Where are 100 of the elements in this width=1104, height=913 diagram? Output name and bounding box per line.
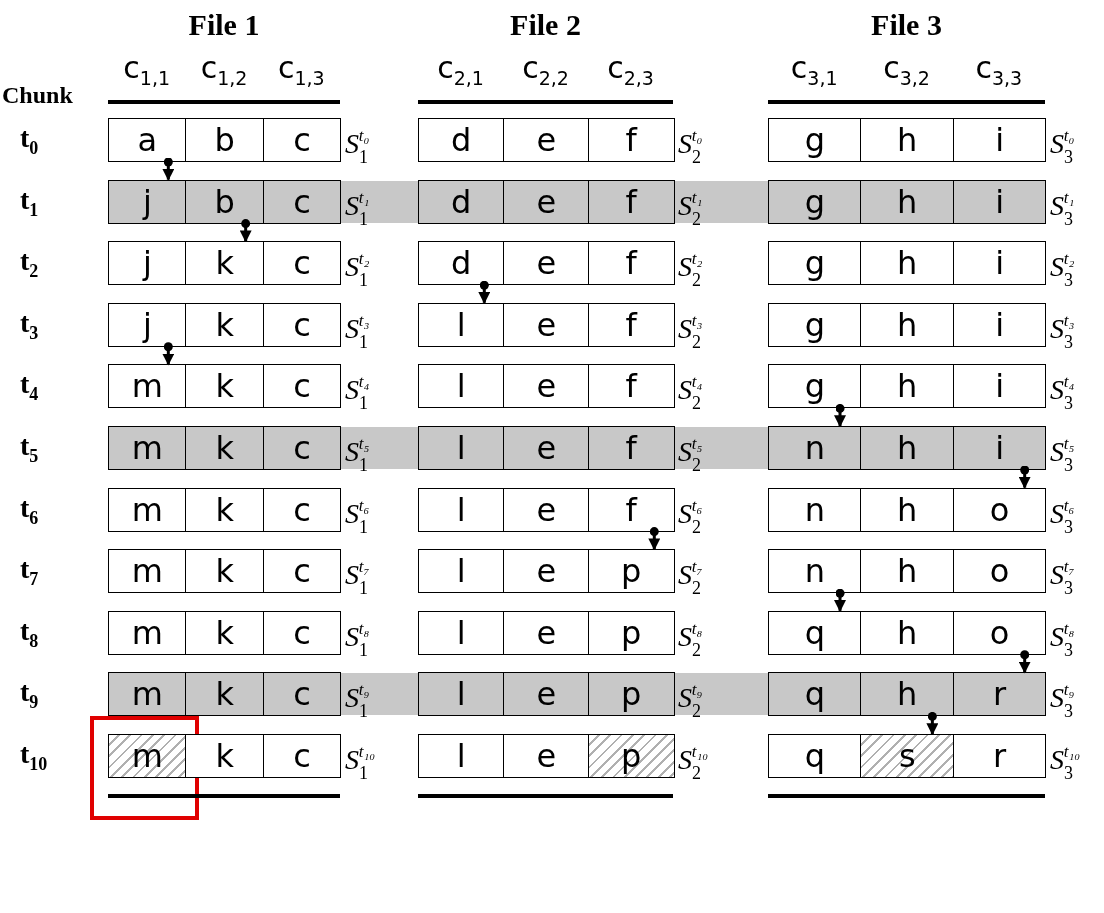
chunk-cell: k	[185, 734, 265, 778]
chunk-cell: c	[262, 549, 342, 594]
chunk-cell: l	[418, 672, 505, 717]
time-label: t$_{9}$	[20, 676, 39, 713]
chunk-cell: g	[768, 179, 862, 224]
chunk-cell: d	[418, 179, 505, 224]
chunk-cell: e	[503, 487, 590, 532]
chunk-cell: l	[418, 302, 505, 347]
chunk-cell: j	[108, 302, 187, 347]
chunk-cell: k	[185, 302, 265, 347]
chunk-cell: k	[185, 426, 265, 470]
chunk-cell: g	[768, 302, 862, 347]
chunk-cell: h	[860, 118, 955, 162]
chunk-cell: a	[108, 118, 187, 162]
chunk-cell: k	[185, 487, 265, 532]
chunk-cell: q	[768, 672, 862, 717]
chunk-cell: j	[108, 241, 187, 286]
chunk-cell: f	[588, 118, 675, 162]
chunk-cell: r	[952, 734, 1047, 778]
chunk-cell: d	[418, 241, 505, 286]
chunk-cell: l	[418, 549, 505, 594]
chunk-cell: i	[952, 118, 1047, 162]
chunk-cell: r	[952, 672, 1047, 717]
chunk-cell: m	[108, 487, 187, 532]
chunk-cell: p	[588, 549, 675, 594]
chunk-cell: e	[503, 610, 590, 655]
chunk-cell: c	[262, 364, 342, 409]
chunk-cell: g	[768, 118, 862, 162]
chunk-cell: f	[588, 487, 675, 532]
chunk-cell: i	[952, 179, 1047, 224]
time-label: t$_{8}$	[20, 614, 39, 652]
time-label: t$_{2}$	[20, 245, 39, 282]
chunk-cell: f	[588, 364, 675, 409]
chunk-cell: k	[185, 364, 265, 409]
chunk-cell: i	[952, 302, 1047, 347]
chunk-cell: h	[860, 426, 955, 470]
chunk-cell: e	[503, 549, 590, 594]
time-label: t$_{0}$	[20, 122, 39, 159]
chunk-cell: e	[503, 241, 590, 286]
column-header: c$_{1,1}$	[122, 50, 171, 89]
chunk-cell: m	[108, 549, 187, 594]
chunk-cell: q	[768, 734, 862, 778]
chunk-cell: d	[418, 118, 505, 162]
arrow	[834, 403, 846, 428]
chunk-cell: h	[860, 549, 955, 594]
chunk-cell: c	[262, 734, 342, 778]
chunk-cell: g	[768, 364, 862, 409]
time-label: t$_{5}$	[20, 430, 39, 467]
chunk-cell: f	[588, 241, 675, 286]
chunk-cell: i	[952, 426, 1047, 470]
chunk-cell: l	[418, 734, 505, 778]
time-label: t$_{1}$	[20, 183, 39, 221]
column-header: c$_{3,2}$	[882, 50, 931, 89]
chunk-cell: l	[418, 610, 505, 655]
column-header: c$_{2,3}$	[606, 50, 655, 89]
chunk-cell: e	[503, 118, 590, 162]
chunk-cell: f	[588, 302, 675, 347]
chunk-cell: b	[185, 179, 265, 224]
arrow	[162, 157, 175, 181]
chunk-cell: m	[108, 672, 187, 717]
time-label: t$_{10}$	[20, 738, 48, 775]
column-header: c$_{3,3}$	[974, 50, 1024, 89]
column-header: c$_{3,1}$	[789, 50, 839, 89]
chunk-cell: l	[418, 426, 505, 470]
chunk-cell: f	[588, 179, 675, 224]
column-header: c$_{1,3}$	[276, 50, 326, 89]
chunk-cell: h	[860, 302, 955, 347]
chunk-cell: m	[108, 426, 187, 470]
arrow	[1018, 465, 1031, 489]
chunk-cell: i	[952, 364, 1047, 409]
chunk-cell: e	[503, 426, 590, 470]
arrow	[834, 588, 846, 612]
chunk-cell: e	[503, 734, 590, 778]
chunk-cell: g	[768, 241, 862, 286]
chunk-cell: h	[860, 241, 955, 286]
chunk-cell: c	[262, 241, 342, 286]
file-title: File 2	[509, 8, 582, 42]
arrow	[239, 219, 252, 243]
chunk-cell: c	[262, 302, 342, 347]
chunk-cell: s	[860, 734, 955, 778]
column-header: c$_{1,2}$	[199, 50, 249, 89]
chunk-cell: i	[952, 241, 1047, 286]
chunk-cell: c	[262, 487, 342, 532]
chunk-cell: m	[108, 610, 187, 655]
arrow	[648, 527, 661, 551]
arrow	[162, 342, 175, 366]
chunk-cell: o	[952, 487, 1047, 532]
chunk-cell: h	[860, 179, 955, 224]
chunk-cell: m	[108, 364, 187, 409]
chunk-cell: b	[185, 118, 265, 162]
chunk-cell: h	[860, 610, 955, 655]
arrow	[478, 280, 491, 304]
chunk-cell: n	[768, 549, 862, 594]
chunk-cell: e	[503, 672, 590, 717]
chunk-cell: f	[588, 426, 675, 470]
time-label: t$_{4}$	[20, 368, 39, 405]
chunk-cell: n	[768, 487, 862, 532]
chunk-cell: q	[768, 610, 862, 655]
column-header: c$_{2,2}$	[521, 50, 570, 89]
chunk-cell: c	[262, 610, 342, 655]
